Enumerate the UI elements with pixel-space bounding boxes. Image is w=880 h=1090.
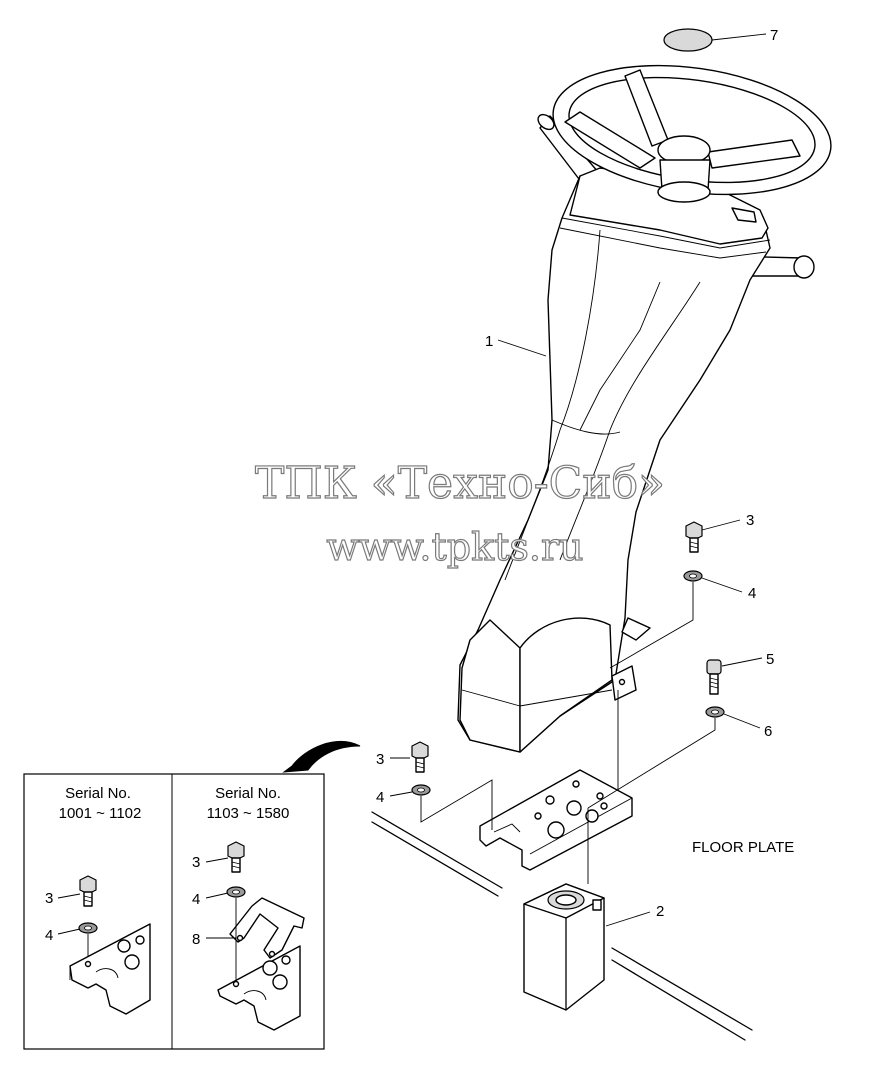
floor-plate xyxy=(371,811,753,1041)
callout-7: 7 xyxy=(770,27,778,44)
watermark-url: www.tpkts.ru xyxy=(326,525,583,569)
callout-3-upper: 3 xyxy=(746,512,754,529)
callout-3-middle: 3 xyxy=(376,751,384,768)
inset-right-title-1: Serial No. xyxy=(215,785,281,802)
bolt-upper xyxy=(685,521,703,553)
steering-wheel xyxy=(552,64,832,223)
callout-2: 2 xyxy=(656,903,664,920)
washer-middle xyxy=(411,784,431,796)
inset-left-title-1: Serial No. xyxy=(65,785,131,802)
washer-upper xyxy=(683,570,703,582)
bolt-middle xyxy=(411,741,429,773)
serial-inset: Serial No. 1001 ~ 1102 Serial No. 1103 ~… xyxy=(23,773,325,1050)
callout-6: 6 xyxy=(764,723,772,740)
inset-left-callout-3: 3 xyxy=(45,890,53,907)
callout-4-upper: 4 xyxy=(748,585,756,602)
callout-1: 1 xyxy=(485,333,493,350)
inset-right-drawing: 3 4 8 xyxy=(192,841,305,1031)
steering-column xyxy=(457,113,815,753)
inset-left-title-2: 1001 ~ 1102 xyxy=(59,805,142,822)
floor-plate-label: FLOOR PLATE xyxy=(692,839,794,856)
leader-lines xyxy=(389,33,767,927)
inset-right-title-2: 1103 ~ 1580 xyxy=(207,805,290,822)
callout-5: 5 xyxy=(766,651,774,668)
inset-right-callout-8: 8 xyxy=(192,931,200,948)
mounting-plate xyxy=(479,769,633,871)
assembly-lines xyxy=(420,582,716,884)
inset-left-drawing: 3 4 xyxy=(45,875,151,1015)
inset-left-callout-4: 4 xyxy=(45,927,53,944)
watermark-company: ТПК «Техно-Сиб» xyxy=(255,458,665,509)
washer-lower-right xyxy=(705,706,725,718)
callout-4-middle: 4 xyxy=(376,789,384,806)
inset-right-callout-3: 3 xyxy=(192,854,200,871)
inset-right-callout-4: 4 xyxy=(192,891,200,908)
inset-pointer-arrow xyxy=(282,741,361,773)
socket-bolt xyxy=(706,659,722,695)
valve-block xyxy=(523,883,605,1011)
horn-cap xyxy=(663,28,713,52)
